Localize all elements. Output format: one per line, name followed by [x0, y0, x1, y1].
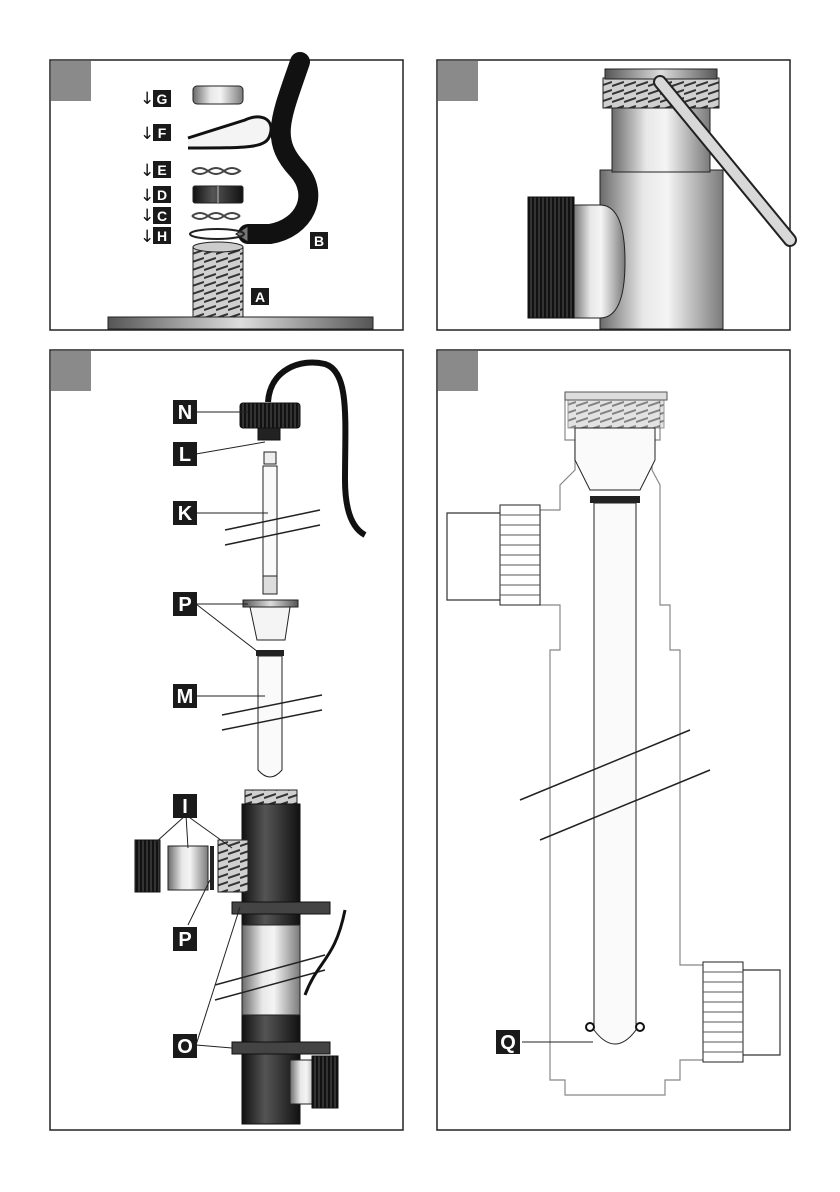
- panel-4-corner-tab: [438, 351, 478, 391]
- svg-text:N: N: [178, 402, 192, 424]
- arrow-down-icon: ↓: [140, 161, 154, 181]
- label-q: Q: [496, 1030, 520, 1054]
- arrow-down-icon: ↓: [140, 227, 154, 247]
- arrow-down-icon: ↓: [140, 89, 154, 109]
- label-i: I: [173, 794, 197, 818]
- svg-text:D: D: [157, 187, 167, 203]
- arrow-down-icon: ↓: [140, 124, 154, 144]
- housing-lip-4: [565, 392, 667, 400]
- label-c: C: [153, 207, 171, 224]
- sleeve-m: [258, 656, 282, 777]
- outlet-nut: [312, 1056, 338, 1108]
- panel-3: N L K P M I P O: [50, 350, 403, 1130]
- side-port: [572, 205, 625, 318]
- svg-text:P: P: [178, 929, 191, 951]
- lamp-base: [264, 452, 276, 464]
- svg-text:F: F: [158, 125, 167, 141]
- label-d: D: [153, 186, 171, 203]
- label-e: E: [153, 161, 171, 178]
- housing-top-thread: [245, 790, 297, 804]
- socket-l: [258, 428, 280, 440]
- svg-text:C: C: [157, 208, 167, 224]
- label-h: H: [153, 227, 171, 244]
- panel-2: [437, 60, 790, 330]
- panel-3-corner-tab: [51, 351, 91, 391]
- label-p: P: [173, 592, 197, 616]
- label-o: O: [173, 1034, 197, 1058]
- svg-text:A: A: [255, 289, 265, 305]
- panel-4: Q: [437, 350, 790, 1130]
- label-f: F: [153, 124, 171, 141]
- o-ring-4: [590, 496, 640, 503]
- label-m: M: [173, 684, 197, 708]
- panel-1-corner-tab: [51, 61, 91, 101]
- panel-3-frame: [50, 350, 403, 1130]
- panel-2-corner-tab: [438, 61, 478, 101]
- label-k: K: [173, 501, 197, 525]
- label-n: N: [173, 400, 197, 424]
- sleeve-flange: [243, 600, 298, 607]
- svg-text:G: G: [157, 91, 168, 107]
- arrow-down-icon: ↓: [140, 186, 154, 206]
- arrow-down-icon: ↓: [140, 206, 154, 226]
- clamp-o-top: [232, 902, 330, 914]
- svg-text:B: B: [314, 233, 324, 249]
- sleeve-funnel: [250, 607, 290, 640]
- threaded-stem: [193, 247, 243, 317]
- connector-nut: [135, 840, 160, 892]
- label-g: G: [153, 90, 171, 107]
- sleeve-4: [594, 503, 636, 1044]
- label-a: A: [251, 288, 269, 305]
- svg-text:P: P: [178, 594, 191, 616]
- svg-text:E: E: [157, 162, 166, 178]
- svg-text:Q: Q: [500, 1032, 516, 1054]
- nut-g: [193, 86, 243, 104]
- svg-text:K: K: [178, 503, 193, 525]
- label-b: B: [310, 232, 328, 249]
- svg-text:O: O: [177, 1036, 193, 1058]
- clamp-o-bottom: [232, 1042, 330, 1054]
- label-p: P: [173, 927, 197, 951]
- svg-text:M: M: [177, 686, 194, 708]
- sleeve-4-top: [575, 428, 655, 490]
- label-l: L: [173, 442, 197, 466]
- svg-text:H: H: [157, 228, 167, 244]
- cap-n: [240, 403, 300, 428]
- connector-thread: [218, 840, 248, 892]
- svg-text:I: I: [182, 796, 188, 818]
- o-ring-p: [256, 650, 284, 656]
- svg-text:L: L: [179, 444, 191, 466]
- side-cap: [528, 197, 574, 318]
- panel-1: ↓ ↓ ↓ ↓ ↓ ↓ G F E D C H B A: [50, 60, 403, 330]
- base-plate: [108, 317, 373, 329]
- connector-tube: [168, 846, 208, 890]
